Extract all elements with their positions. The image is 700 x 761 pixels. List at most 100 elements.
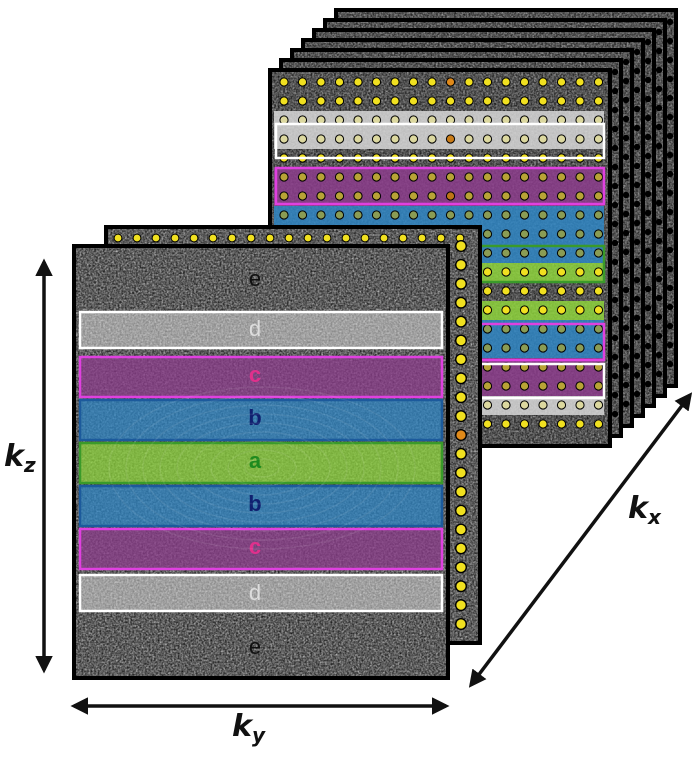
edge-dot xyxy=(644,323,652,331)
sample-dot xyxy=(594,287,603,295)
edge-dot xyxy=(633,181,641,189)
edge-dot xyxy=(611,163,619,171)
sample-dot xyxy=(354,78,362,86)
band-a-fill xyxy=(80,443,442,483)
sample-dot xyxy=(576,268,584,276)
axis-arrows xyxy=(35,258,693,715)
sample-dot xyxy=(465,78,473,86)
sample-dot xyxy=(247,234,255,242)
sample-dot xyxy=(399,234,407,242)
sample-dot xyxy=(557,325,566,333)
band-a-outline xyxy=(78,441,444,485)
edge-dot xyxy=(633,295,641,303)
sample-dot xyxy=(372,116,381,124)
sample-dot xyxy=(409,192,418,200)
sample-dot xyxy=(317,78,325,86)
edge-dot xyxy=(622,400,630,408)
sample-dot xyxy=(456,487,466,497)
sample-dot xyxy=(391,192,399,200)
edge-dot xyxy=(644,209,652,217)
sample-dot xyxy=(456,234,464,242)
edge-dot xyxy=(611,239,619,247)
sample-dot xyxy=(520,420,529,428)
sample-dot xyxy=(594,135,603,143)
sample-dot xyxy=(391,116,399,124)
sample-dot xyxy=(557,344,566,352)
edge-dot xyxy=(644,228,652,236)
edge-dot xyxy=(633,143,641,151)
sample-dot xyxy=(428,173,436,181)
sample-dot xyxy=(446,135,455,143)
sample-dot xyxy=(483,192,492,200)
sample-dot xyxy=(114,234,122,242)
edge-dot xyxy=(611,144,619,152)
sample-dot xyxy=(539,135,547,143)
sample-dot xyxy=(456,260,466,270)
sample-dot xyxy=(456,317,466,327)
edge-dot xyxy=(666,227,674,235)
sample-dot xyxy=(539,344,547,352)
sample-dot xyxy=(483,420,492,428)
sample-dot xyxy=(304,234,312,242)
sample-dot xyxy=(428,78,436,86)
sample-dot xyxy=(456,354,466,364)
sample-dot xyxy=(409,78,418,86)
sample-dot xyxy=(576,382,584,390)
sample-dot xyxy=(539,420,547,428)
sample-dot xyxy=(428,192,436,200)
sample-dot xyxy=(317,97,325,105)
edge-dot xyxy=(622,96,630,104)
edge-dot xyxy=(622,210,630,218)
sample-dot xyxy=(594,325,603,333)
edge-dot xyxy=(655,161,663,169)
sample-dot xyxy=(285,234,293,242)
kz-axis-label: kz xyxy=(4,439,36,477)
sample-dot xyxy=(557,230,566,238)
sample-dot xyxy=(502,287,510,295)
sample-dot xyxy=(298,135,307,143)
sample-dot xyxy=(594,306,603,314)
edge-dot xyxy=(622,115,630,123)
sample-dot xyxy=(502,192,510,200)
edge-dot xyxy=(633,200,641,208)
ky-axis-label: ky xyxy=(232,709,265,747)
sample-dot xyxy=(372,135,381,143)
edge-dot xyxy=(655,47,663,55)
sample-dot xyxy=(317,135,325,143)
sample-dot xyxy=(557,192,566,200)
band-b-fill xyxy=(80,486,442,526)
sample-dot xyxy=(539,173,547,181)
kx-axis-label: kx xyxy=(628,491,661,529)
sample-dot xyxy=(520,192,529,200)
band-b-fill xyxy=(80,400,442,440)
kx-arrow xyxy=(468,392,693,688)
sample-dot xyxy=(456,600,466,610)
edge-dot xyxy=(633,67,641,75)
sample-dot xyxy=(520,268,529,276)
edge-dot xyxy=(666,56,674,64)
interference-ring xyxy=(227,449,297,487)
sample-dot xyxy=(576,401,584,409)
sample-dot xyxy=(520,78,529,86)
sample-dot xyxy=(576,97,584,105)
interference-ring xyxy=(125,395,399,541)
sample-dot xyxy=(502,211,510,219)
sample-dot xyxy=(483,268,492,276)
sample-dot xyxy=(502,249,510,257)
sample-dot xyxy=(280,211,288,219)
sample-dot xyxy=(576,230,584,238)
sample-dot xyxy=(483,249,492,257)
sample-dot xyxy=(576,173,584,181)
sample-dot xyxy=(428,135,436,143)
sample-dot xyxy=(171,234,179,242)
sample-dot xyxy=(280,135,288,143)
sample-dot xyxy=(576,420,584,428)
edge-dot xyxy=(644,133,652,141)
sample-dot xyxy=(483,382,492,390)
edge-dot xyxy=(633,276,641,284)
sample-dot xyxy=(266,234,274,242)
sample-dot xyxy=(391,211,399,219)
edge-dot xyxy=(622,362,630,370)
sample-dot xyxy=(456,373,466,383)
sample-dot xyxy=(317,192,325,200)
